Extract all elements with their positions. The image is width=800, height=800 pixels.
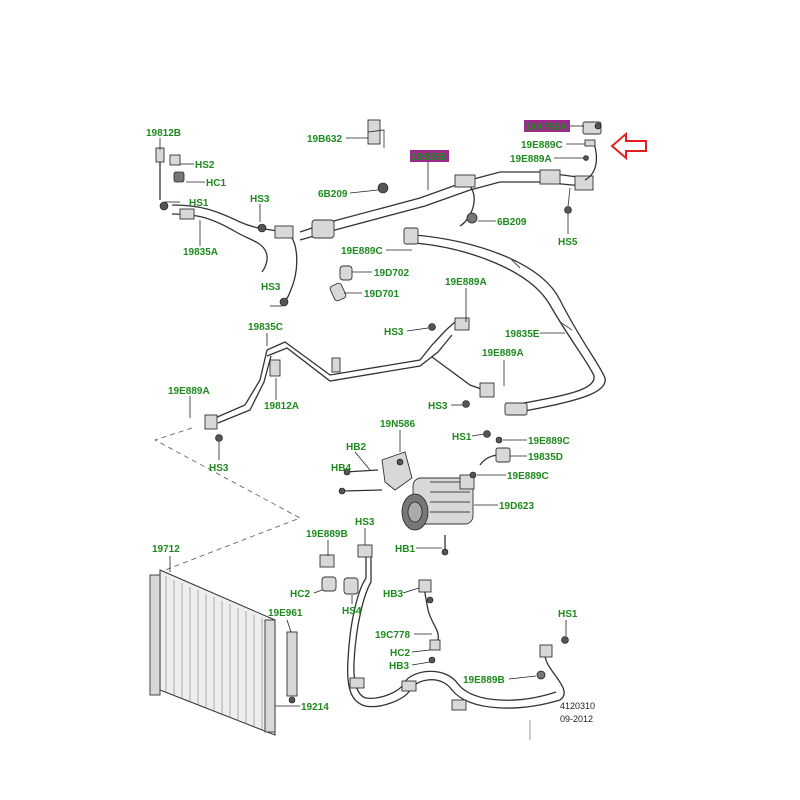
hose-19835e-illustration (403, 227, 606, 416)
label-hb4: HB4 (331, 463, 351, 474)
label-19a786a: 19A786A (525, 122, 567, 133)
label-19835a: 19835A (183, 247, 218, 258)
condenser-19712-illustration (149, 569, 298, 736)
label-6b209-left: 6B209 (318, 189, 348, 200)
label-hs3-mid-left: HS3 (261, 282, 281, 293)
fitting-19a786a-illustration (564, 121, 602, 214)
sensor-6b209-illustration (466, 212, 478, 224)
label-19e889c-top: 19E889C (521, 140, 563, 151)
label-hc1: HC1 (206, 178, 226, 189)
label-hs1-mid: HS1 (452, 432, 472, 443)
label-19712: 19712 (152, 544, 180, 555)
dashed-guide-lines (153, 427, 301, 573)
label-hs5: HS5 (558, 237, 578, 248)
bracket-19812b-illustration (155, 147, 185, 211)
lower-liquid-lines-illustration (319, 544, 569, 740)
label-hs1-right: HS1 (558, 609, 578, 620)
label-19b632: 19B632 (307, 134, 342, 145)
label-19835e: 19835E (505, 329, 540, 340)
callout-arrow-icon (610, 131, 647, 161)
label-19835d: 19835D (528, 452, 563, 463)
label-hb3-top: HB3 (383, 589, 403, 600)
label-19e889c-low: 19E889C (507, 471, 549, 482)
label-hs4: HS4 (342, 606, 362, 617)
label-19e961: 19E961 (268, 608, 303, 619)
label-19e889a-left: 19E889A (168, 386, 210, 397)
leader-lines (159, 125, 585, 707)
label-hs3-mid: HS3 (384, 327, 404, 338)
label-hs3-top: HS3 (250, 194, 270, 205)
label-19d702: 19D702 (374, 268, 409, 279)
compressor-19d623-illustration (338, 451, 475, 556)
fitting-19835d-illustration (469, 430, 511, 479)
highlight-19835b (410, 150, 449, 162)
label-19e889a-top: 19E889A (510, 154, 552, 165)
line-19835c-illustration (204, 317, 495, 442)
label-19e889a-right: 19E889A (482, 348, 524, 359)
label-19e889b-right: 19E889B (463, 675, 505, 686)
label-hb2: HB2 (346, 442, 366, 453)
label-hs1-top: HS1 (189, 198, 209, 209)
highlight-19a786a (524, 120, 570, 132)
line-19835b-illustration (299, 119, 594, 241)
label-19e889c-upper: 19E889C (341, 246, 383, 257)
label-hs3-low: HS3 (355, 517, 375, 528)
label-19214: 19214 (301, 702, 329, 713)
hose-19835a-illustration (171, 204, 298, 307)
label-19n586: 19N586 (380, 419, 415, 430)
diagram-reference-date: 09-2012 (560, 714, 593, 724)
label-19d623: 19D623 (499, 501, 534, 512)
label-hc2-left: HC2 (290, 589, 310, 600)
label-19e889c-mid: 19E889C (528, 436, 570, 447)
label-hs2: HS2 (195, 160, 215, 171)
label-19e889b-left: 19E889B (306, 529, 348, 540)
label-6b209-right: 6B209 (497, 217, 527, 228)
label-hc2-low: HC2 (390, 648, 410, 659)
label-19c778: 19C778 (375, 630, 410, 641)
label-19812b: 19812B (146, 128, 181, 139)
label-19e889a-mid: 19E889A (445, 277, 487, 288)
label-19835c: 19835C (248, 322, 283, 333)
label-19835b: 19835B (411, 152, 446, 163)
label-hb3-low: HB3 (389, 661, 409, 672)
label-19812a: 19812A (264, 401, 299, 412)
label-hs3-right: HS3 (428, 401, 448, 412)
valves-19d702-19d701-illustration (329, 265, 353, 302)
label-19d701: 19D701 (364, 289, 399, 300)
label-hs3-left: HS3 (209, 463, 229, 474)
diagram-reference-number: 4120310 (560, 701, 595, 711)
part-labels: 19812B HS2 HC1 HS1 HS3 19835A 19B632 6B2… (146, 122, 595, 724)
label-hb1: HB1 (395, 544, 415, 555)
